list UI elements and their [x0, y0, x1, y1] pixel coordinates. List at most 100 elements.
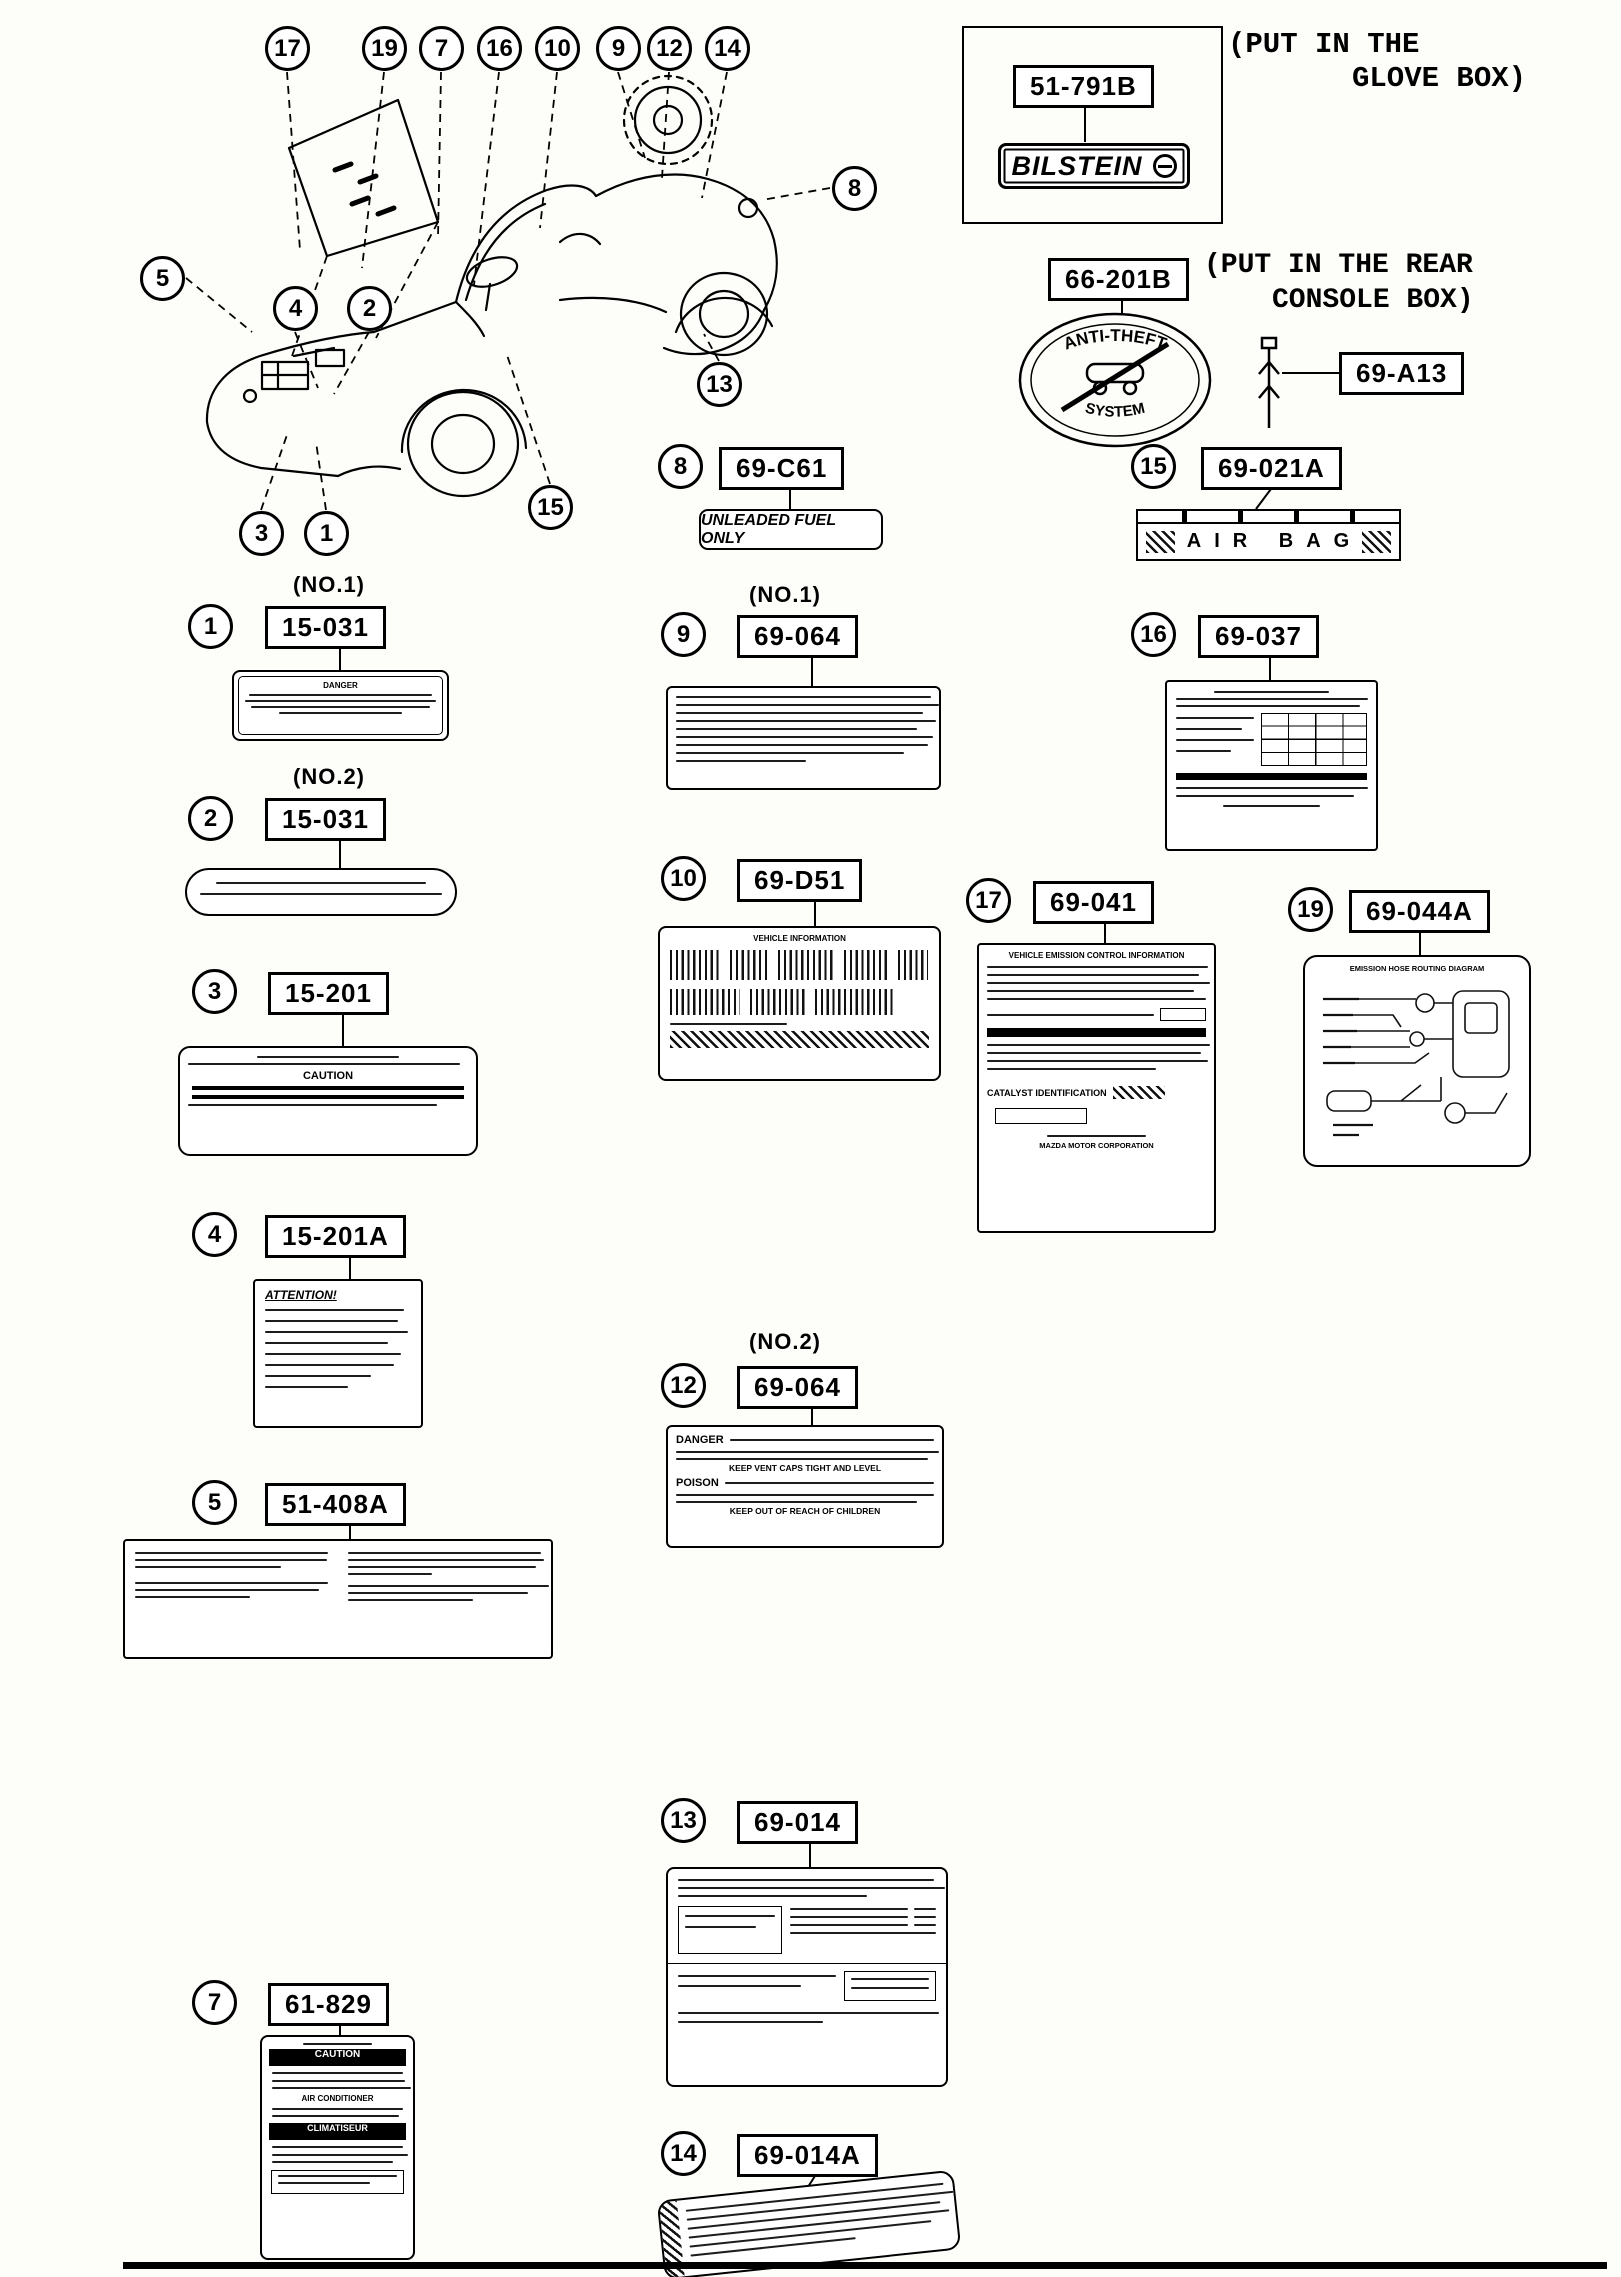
- jack-caution-text: CAUTION: [302, 1070, 354, 1082]
- label-emission-control-information: VEHICLE EMISSION CONTROL INFORMATION CAT…: [977, 943, 1216, 1233]
- page-bottom-rule: [123, 2262, 1607, 2269]
- part-code-51-408A: 51-408A: [265, 1483, 406, 1526]
- clip-fastener-icon: [1258, 336, 1280, 428]
- label-coolant-attention: ATTENTION!: [253, 1279, 423, 1428]
- stamped-code-block: [778, 950, 836, 980]
- car-callout-17: 17: [265, 26, 310, 71]
- part-code-15-201: 15-201: [268, 972, 389, 1015]
- label-battery-danger: DANGER KEEP VENT CAPS TIGHT AND LEVEL PO…: [666, 1425, 944, 1548]
- certification-table: [1261, 713, 1367, 766]
- fan-danger-text: DANGER: [323, 681, 358, 690]
- label-emission-hose-routing: EMISSION HOSE ROUTING DIAGRAM: [1303, 955, 1531, 1167]
- item-callout-14: 14: [661, 2131, 706, 2176]
- car-callout-19: 19: [362, 26, 407, 71]
- car-callout-12: 12: [647, 26, 692, 71]
- car-callout-14: 14: [705, 26, 750, 71]
- car-callout-7: 7: [419, 26, 464, 71]
- item-callout-17: 17: [966, 878, 1011, 923]
- part-label-connectors: [339, 107, 1421, 2191]
- barcode-band: [670, 1031, 929, 1048]
- item-callout-7: 7: [192, 1980, 237, 2025]
- ac-english-text: AIR CONDITIONER: [301, 2094, 374, 2103]
- label-air-conditioner: CAUTION AIR CONDITIONER CLIMATISEUR: [260, 2035, 415, 2260]
- ac-french-strip: CLIMATISEUR: [269, 2123, 406, 2140]
- air-bag-label-top-strip: [1138, 511, 1399, 524]
- part-code-69-044A: 69-044A: [1349, 890, 1490, 933]
- part-code-15-031-no1: 15-031: [265, 606, 386, 649]
- console-box-caption-line2: CONSOLE BOX): [1272, 285, 1474, 316]
- coolant-attention-text: ATTENTION!: [265, 1288, 337, 1302]
- part-code-69-064-no2: 69-064: [737, 1366, 858, 1409]
- anti-theft-car-glyph: [1060, 341, 1170, 413]
- part-code-69-064-no1: 69-064: [737, 615, 858, 658]
- part-code-69-037: 69-037: [1198, 615, 1319, 658]
- car-callout-9: 9: [596, 26, 641, 71]
- bilstein-logo: BILSTEIN: [998, 143, 1190, 189]
- air-bag-hatch-left: [1146, 530, 1175, 553]
- stamped-code-block: [670, 950, 722, 980]
- catalyst-hatch-box: [1112, 1086, 1165, 1099]
- stamped-code-block: [750, 989, 805, 1015]
- part-code-69-A13: 69-A13: [1339, 352, 1465, 395]
- note-no2-item12: (NO.2): [749, 1329, 821, 1354]
- stamped-code-block: [670, 989, 740, 1015]
- item-callout-12: 12: [661, 1363, 706, 1408]
- battery-vent-text: KEEP VENT CAPS TIGHT AND LEVEL: [728, 1463, 882, 1473]
- item-callout-15: 15: [1131, 444, 1176, 489]
- stamped-code-block: [730, 950, 770, 980]
- part-code-69-014: 69-014: [737, 1801, 858, 1844]
- ac-caution-strip: CAUTION: [269, 2049, 406, 2066]
- stamped-code-block: [898, 950, 928, 980]
- item-callout-1: 1: [188, 604, 233, 649]
- part-code-69-C61: 69-C61: [719, 447, 845, 490]
- air-bag-text: AIR BAG: [1186, 530, 1363, 552]
- emission-header-text: VEHICLE EMISSION CONTROL INFORMATION: [1008, 951, 1185, 960]
- label-top-operation: [123, 1539, 553, 1659]
- label-air-bag: AIR BAG: [1136, 509, 1401, 561]
- label-tire-information: [666, 1867, 948, 2087]
- car-callout-3: 3: [239, 511, 284, 556]
- console-box-caption-line1: (PUT IN THE REAR: [1204, 250, 1473, 281]
- battery-danger-text: DANGER: [676, 1434, 724, 1446]
- item-callout-9: 9: [661, 612, 706, 657]
- battery-poison-text: POISON: [676, 1477, 719, 1489]
- part-code-66-201B: 66-201B: [1048, 258, 1189, 301]
- part-code-51-791B: 51-791B: [1013, 65, 1154, 108]
- hose-routing-diagram: [1323, 990, 1510, 1137]
- car-callout-10: 10: [535, 26, 580, 71]
- part-code-69-D51: 69-D51: [737, 859, 863, 902]
- item-callout-5: 5: [192, 1480, 237, 1525]
- label-vehicle-information: VEHICLE INFORMATION: [658, 926, 941, 1081]
- item-callout-10: 10: [661, 856, 706, 901]
- car-callout-8: 8: [832, 166, 877, 211]
- certification-dark-row: [1176, 773, 1367, 780]
- note-no1-item9: (NO.1): [749, 582, 821, 607]
- glove-box-frame: [962, 26, 1223, 224]
- item-callout-16: 16: [1131, 612, 1176, 657]
- anti-theft-system-text: SYSTEM: [1083, 400, 1146, 421]
- label-certification: [1165, 680, 1378, 851]
- callout-leader-lines: [185, 71, 831, 511]
- item-callout-4: 4: [192, 1212, 237, 1257]
- stamped-code-block: [844, 950, 890, 980]
- glove-box-caption-line2: GLOVE BOX): [1352, 62, 1527, 95]
- bilstein-logo-text: BILSTEIN: [1011, 150, 1143, 181]
- note-no1-item1: (NO.1): [293, 572, 365, 597]
- note-no2-item2: (NO.2): [293, 764, 365, 789]
- stamped-code-block: [815, 989, 895, 1015]
- label-fan-caution-french: [185, 868, 457, 916]
- part-code-15-031-no2: 15-031: [265, 798, 386, 841]
- label-69-064-no1: [666, 686, 941, 790]
- item-callout-2: 2: [188, 796, 233, 841]
- bilstein-emblem-icon: [1152, 154, 1177, 178]
- battery-keep-out-text: KEEP OUT OF REACH OF CHILDREN: [729, 1506, 881, 1516]
- part-code-69-014A: 69-014A: [737, 2134, 878, 2177]
- car-callout-1: 1: [304, 511, 349, 556]
- emission-dark-row: [987, 1028, 1206, 1037]
- part-code-15-201A: 15-201A: [265, 1215, 406, 1258]
- vehicle-info-header: VEHICLE INFORMATION: [753, 934, 846, 943]
- part-code-69-021A: 69-021A: [1201, 447, 1342, 490]
- item-callout-13: 13: [661, 1798, 706, 1843]
